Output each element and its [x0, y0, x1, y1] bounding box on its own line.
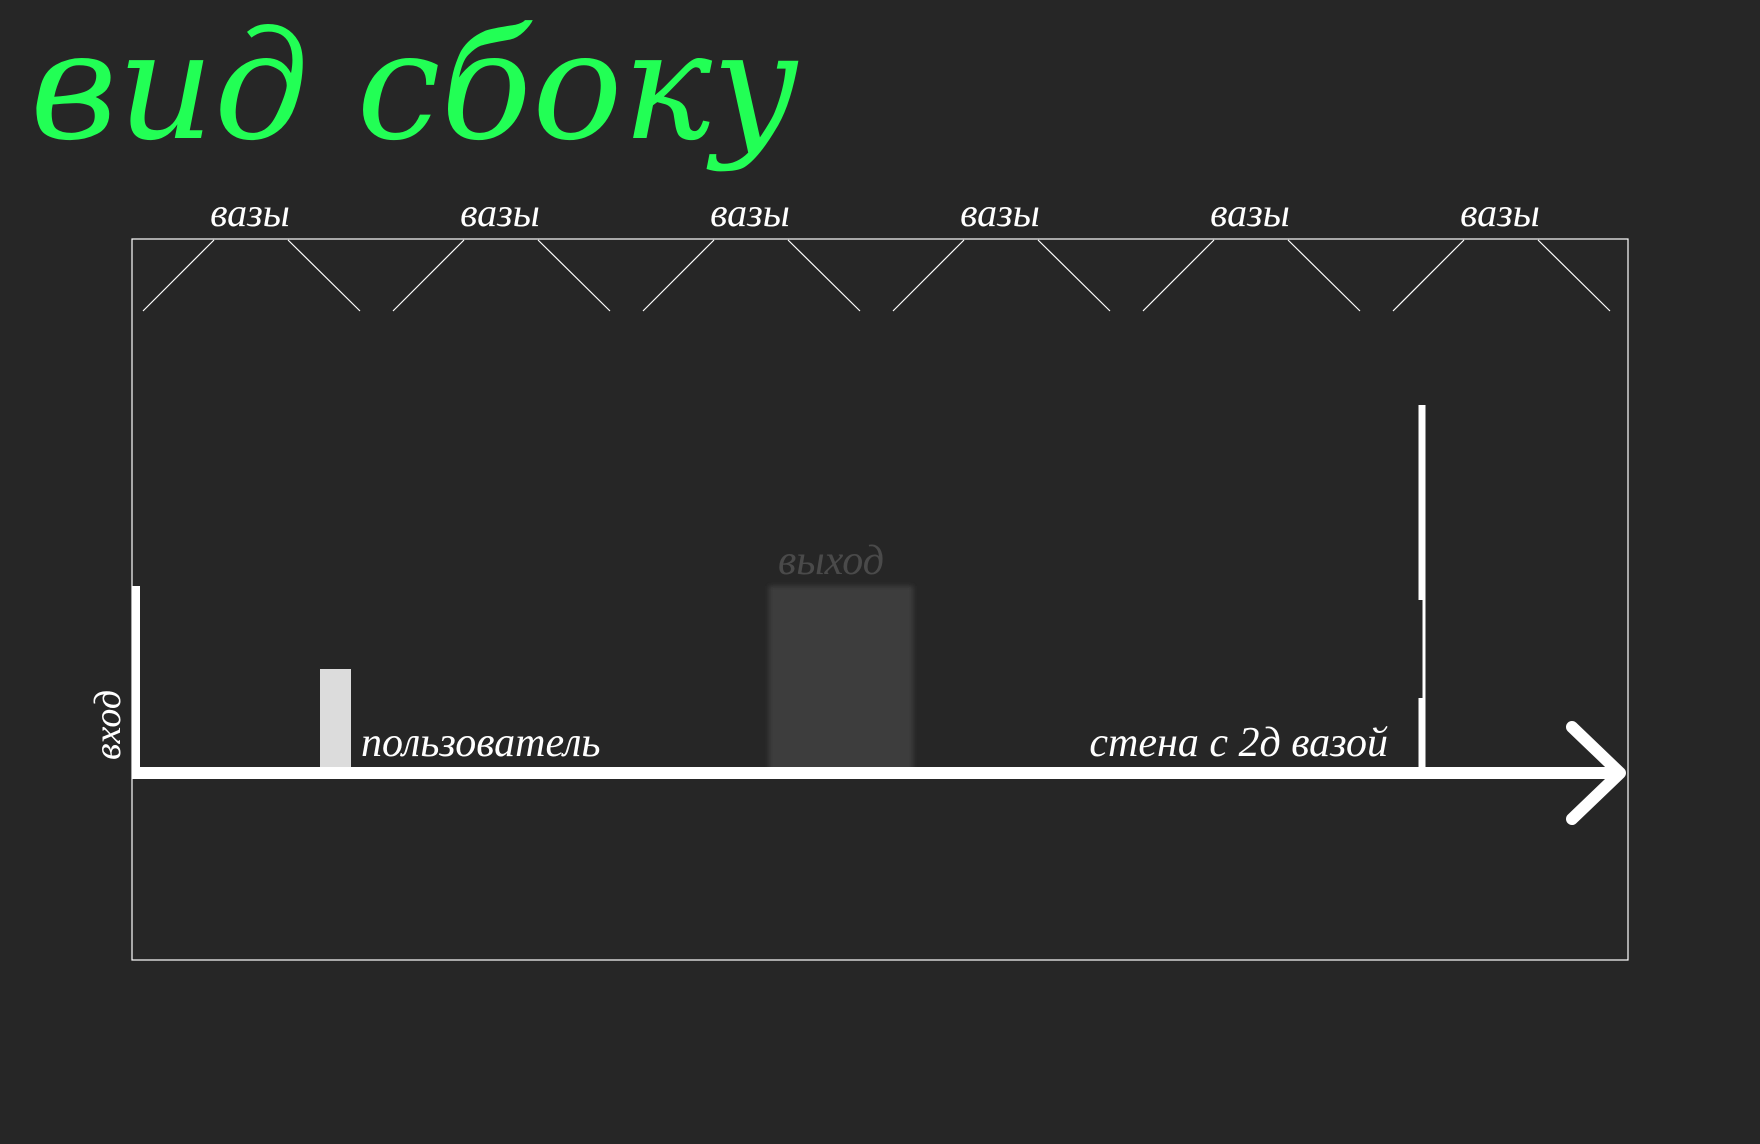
vase-right-stroke [287, 239, 361, 312]
vase-label: вазы [710, 190, 790, 235]
user-marker [320, 669, 351, 772]
vase-group: вазы [892, 190, 1111, 312]
vase-label: вазы [210, 190, 290, 235]
entrance-label: вход [87, 690, 129, 760]
vase-group: вазы [142, 190, 361, 312]
vase-group: вазы [392, 190, 611, 312]
arrow-head-icon [1566, 721, 1626, 825]
vase-left-stroke [142, 239, 215, 312]
wall-label: стена с 2д вазой [1089, 720, 1388, 766]
vase-right-stroke [1537, 239, 1611, 312]
vase-left-stroke [1392, 239, 1465, 312]
vase-label: вазы [460, 190, 540, 235]
vase-groups: вазы вазы вазы вазы вазы вазы [142, 190, 1611, 312]
vase-label: вазы [960, 190, 1040, 235]
vase-left-stroke [1142, 239, 1215, 312]
vase-group: вазы [1392, 190, 1611, 312]
vase-right-stroke [1037, 239, 1111, 312]
page-title: вид сбоку [30, 0, 800, 174]
vase-group: вазы [1142, 190, 1361, 312]
vase-left-stroke [892, 239, 965, 312]
vase-group: вазы [642, 190, 861, 312]
vase-right-stroke [1287, 239, 1361, 312]
vase-left-stroke [642, 239, 715, 312]
exit-label: выход [778, 538, 884, 584]
user-label: пользователь [361, 720, 601, 766]
vase-label: вазы [1460, 190, 1540, 235]
exit-door [769, 586, 913, 774]
vase-right-stroke [537, 239, 611, 312]
vase-label: вазы [1210, 190, 1290, 235]
vase-right-stroke [787, 239, 861, 312]
vase-left-stroke [392, 239, 465, 312]
